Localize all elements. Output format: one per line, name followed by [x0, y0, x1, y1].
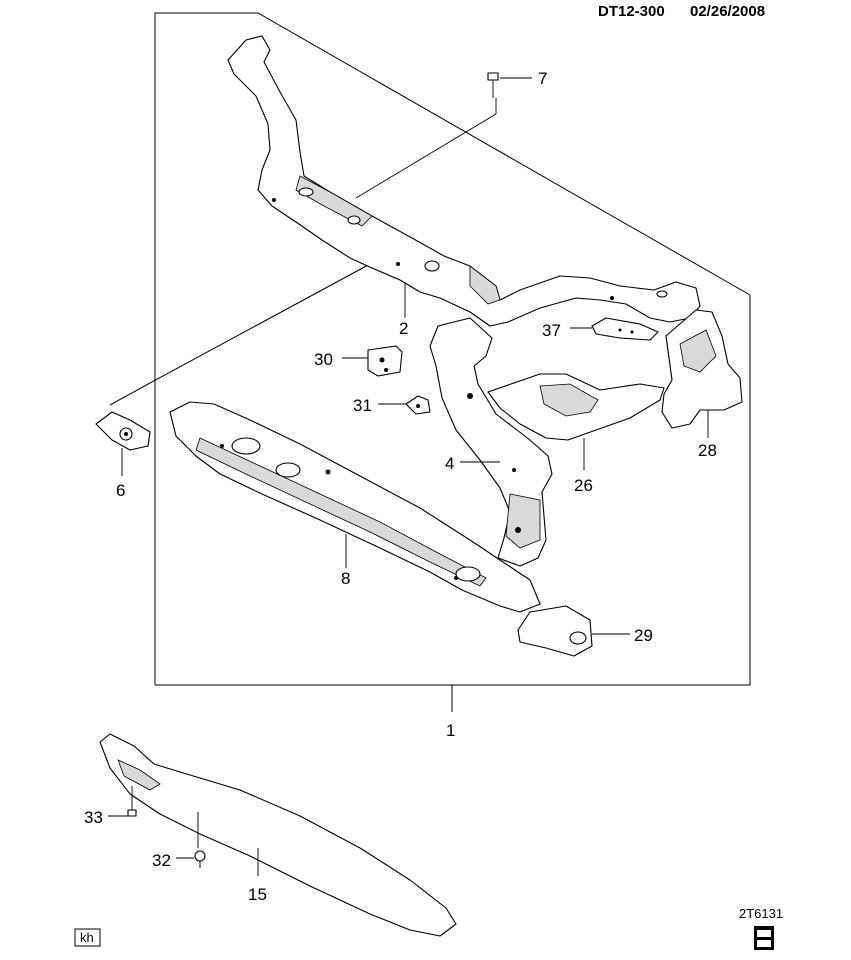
deflector-part-15: [99, 733, 457, 937]
callout-4: 4: [445, 454, 454, 473]
callout-2: 2: [399, 319, 408, 338]
callout-28: 28: [698, 441, 717, 460]
callout-30: 30: [314, 350, 333, 369]
figure-id: 2T6131: [739, 906, 783, 921]
callout-37: 37: [542, 321, 561, 340]
callout-1: 1: [446, 721, 455, 740]
bracket-part-31: [378, 395, 431, 415]
center-member-part: [429, 317, 553, 567]
bolt-part-7: [355, 72, 532, 199]
bracket-part-29: [517, 605, 630, 657]
gm-spo-logo: [754, 926, 774, 950]
diagram-code: DT12-300: [598, 3, 665, 20]
author-tag: kh: [80, 930, 94, 945]
callout-26: 26: [574, 476, 593, 495]
plate-part-37: [570, 317, 659, 341]
upper-member-part: [227, 35, 701, 327]
author-tag-box: kh: [74, 928, 101, 947]
callout-32: 32: [152, 851, 171, 870]
assembly-frame: [109, 12, 751, 712]
latch-bracket-part-6: [95, 411, 151, 476]
callout-8: 8: [341, 569, 350, 588]
lower-member-part: [169, 401, 541, 613]
callout-31: 31: [353, 396, 372, 415]
callout-6: 6: [116, 481, 125, 500]
callout-7: 7: [538, 69, 547, 88]
reinforcement-part-26: [487, 373, 665, 470]
clip-part-32: [176, 850, 206, 868]
callout-33: 33: [84, 808, 103, 827]
callout-29: 29: [634, 626, 653, 645]
bolt-part-33: [108, 786, 137, 817]
callout-15: 15: [248, 885, 267, 904]
side-bracket-part-28: [661, 309, 743, 438]
diagram-date: 02/26/2008: [690, 3, 765, 20]
bracket-part-30: [342, 345, 403, 377]
